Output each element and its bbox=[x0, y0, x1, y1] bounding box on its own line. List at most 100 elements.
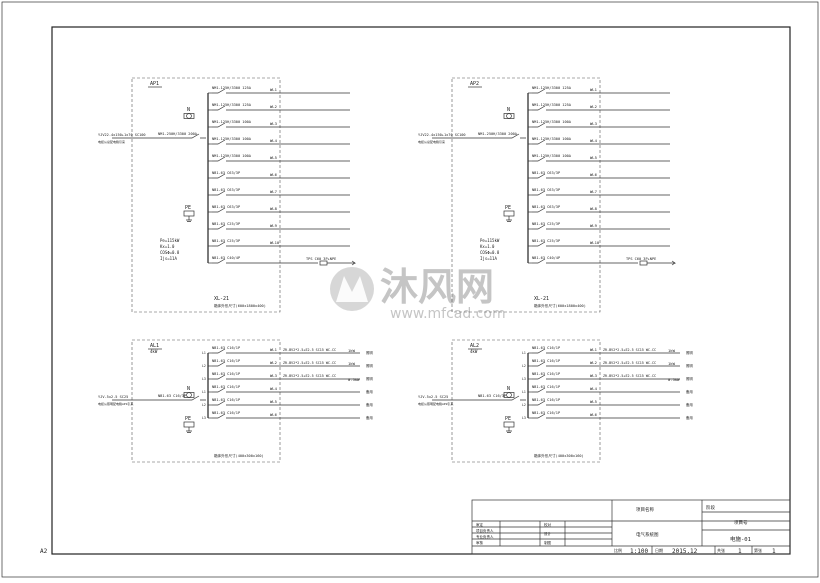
neutral-terminal-box bbox=[183, 392, 195, 398]
circuit-breaker-label: NB1-63 C63/3P bbox=[532, 188, 560, 192]
circuit-phase: L2 bbox=[202, 364, 206, 368]
circuit-breaker-label: NM1-125H/3300 125A bbox=[532, 86, 572, 90]
circuit-cable: ZR-BV2*2.5+E2.5 SC15 WC.CC bbox=[283, 361, 336, 365]
main-breaker-symbol bbox=[506, 395, 526, 401]
circuit-phase: L2 bbox=[202, 403, 206, 407]
circuit-breaker-symbol bbox=[532, 156, 552, 162]
circuit-breaker-label: NB1-63 C25/3P bbox=[532, 222, 560, 226]
circuit-breaker-label: NB1-63 C16/1P bbox=[212, 411, 240, 415]
panel-param: Ijs=11A bbox=[160, 256, 177, 261]
tb-role-1: 审定 bbox=[476, 522, 484, 527]
circuit-cable: ZR-BV2*2.5+E2.5 SC15 WC.CC bbox=[283, 374, 336, 378]
circuit-breaker-label: NB1-63 C16/1P bbox=[212, 346, 240, 350]
circuit-phase: L3 bbox=[202, 377, 206, 381]
circuit-breaker-label: NB1-63 C25/3P bbox=[212, 239, 240, 243]
circuit-breaker-label: NB1-63 C25/3P bbox=[212, 222, 240, 226]
circuit-cable: ZR-BV2*2.5+E2.5 SC15 WC.CC bbox=[283, 348, 336, 352]
spd-ground-arrow-icon bbox=[647, 260, 677, 266]
neutral-label: N bbox=[187, 107, 190, 113]
circuit-row: NM1-125H/3300 125A WL1 bbox=[528, 86, 670, 94]
circuit-wl: WL1 bbox=[590, 87, 598, 92]
circuit-cable: ZR-BV2*2.5+E2.5 SC15 WC.CC bbox=[603, 361, 656, 365]
circuit-breaker-symbol bbox=[532, 88, 552, 94]
circuit-breaker-label: NB1-63 C16/1P bbox=[532, 398, 560, 402]
circuit-breaker-symbol bbox=[532, 400, 552, 406]
circuit-breaker-label: NB1-63 C16/1P bbox=[212, 359, 240, 363]
panel-model: XL-21 bbox=[534, 296, 549, 302]
incoming-cable: YJV22-4x150+1x70 SC100 bbox=[98, 133, 146, 137]
circuit-wl: WL6 bbox=[270, 172, 278, 177]
circuit-load: 0.5kW bbox=[668, 377, 680, 382]
circuit-row: NB1-63 C16/1P L2 WL2 ZR-BV2*2.5+E2.5 SC15 W… bbox=[202, 359, 373, 368]
incoming-note: 电缆从照明配电箱AP2引来 bbox=[418, 401, 453, 406]
circuit-breaker-label: NB1-63 C16/1P bbox=[212, 372, 240, 376]
tb-stage-label: 阶段 bbox=[706, 504, 715, 511]
circuit-breaker-label: NB1-63 C16/1P bbox=[532, 411, 560, 415]
tb-drawing-no: 电施-01 bbox=[730, 535, 751, 543]
tb-role-2: 项目负责人 bbox=[476, 528, 494, 533]
circuit-breaker-label: NB1-63 C40/4P bbox=[212, 256, 240, 260]
circuit-wl: WL8 bbox=[590, 206, 598, 211]
circuit-breaker-label: NB1-63 C16/1P bbox=[532, 372, 560, 376]
circuit-wl: WL1 bbox=[590, 347, 598, 352]
circuit-wl: WL5 bbox=[590, 399, 597, 404]
main-breaker-symbol bbox=[506, 133, 526, 139]
tb-drawing-name: 电气系统图 bbox=[636, 531, 659, 538]
title-block: 项目名称 阶段 电气系统图 项目号 电施-01 审定 项目负责人 专业负责人 审… bbox=[471, 499, 791, 555]
tb-role-right-2: 设计 bbox=[544, 531, 552, 536]
circuit-use: 备用 bbox=[686, 415, 693, 420]
circuit-wl: WL9 bbox=[590, 223, 598, 228]
circuit-breaker-symbol bbox=[212, 258, 232, 264]
circuit-wl: WL4 bbox=[590, 386, 598, 391]
spd-icon bbox=[639, 260, 648, 266]
circuit-use: 照明 bbox=[366, 351, 373, 355]
main-breaker-label: NB1-63 C16/3P bbox=[158, 394, 186, 398]
tb-role-right-3: 制图 bbox=[544, 540, 552, 545]
neutral-label: N bbox=[187, 386, 190, 392]
circuit-breaker-label: NM1-125H/3300 100A bbox=[532, 120, 572, 124]
circuit-breaker-symbol bbox=[212, 122, 232, 128]
circuit-use: 照明 bbox=[686, 351, 693, 355]
circuit-breaker-label: NM1-125H/3300 100A bbox=[212, 120, 252, 124]
panel-model: XL-21 bbox=[214, 296, 229, 302]
circuit-breaker-symbol bbox=[532, 258, 552, 264]
tb-role-right-1: 校对 bbox=[544, 522, 552, 527]
circuit-phase: L1 bbox=[522, 390, 526, 394]
pe-terminal-box bbox=[183, 421, 195, 428]
ground-icon bbox=[186, 216, 192, 222]
circuit-breaker-label: NB1-63 C63/3P bbox=[212, 188, 240, 192]
circuit-breaker-symbol bbox=[212, 190, 232, 196]
ground-icon bbox=[506, 216, 512, 222]
circuit-breaker-symbol bbox=[532, 173, 552, 179]
circuit-breaker-symbol bbox=[212, 400, 232, 406]
circuit-phase: L2 bbox=[522, 364, 526, 368]
neutral-terminal-box bbox=[503, 392, 515, 398]
circuit-wl: WL5 bbox=[270, 155, 277, 160]
panel-param: Ijs=11A bbox=[480, 256, 497, 261]
tb-project-label: 项目名称 bbox=[636, 506, 654, 513]
circuit-wl: WL2 bbox=[270, 360, 277, 365]
ground-icon bbox=[506, 427, 512, 433]
main-breaker-label: NM1-250H/3300 200A bbox=[478, 132, 518, 136]
circuit-breaker-symbol bbox=[532, 224, 552, 230]
spd-label: TPS C60 3P+NPE bbox=[626, 257, 656, 261]
circuit-breaker-label: NB1-63 C63/3P bbox=[212, 205, 240, 209]
circuit-breaker-label: NM1-125H/3300 100A bbox=[532, 154, 572, 158]
circuit-wl: WL8 bbox=[270, 206, 278, 211]
main-breaker-label: NM1-250H/3300 200A bbox=[158, 132, 198, 136]
circuit-breaker-label: NM1-125H/3300 100A bbox=[532, 137, 572, 141]
neutral-label: N bbox=[507, 107, 510, 113]
circuit-phase: L3 bbox=[522, 416, 526, 420]
circuit-breaker-symbol bbox=[532, 105, 552, 111]
panel-param: Kx=1.0 bbox=[160, 244, 175, 249]
